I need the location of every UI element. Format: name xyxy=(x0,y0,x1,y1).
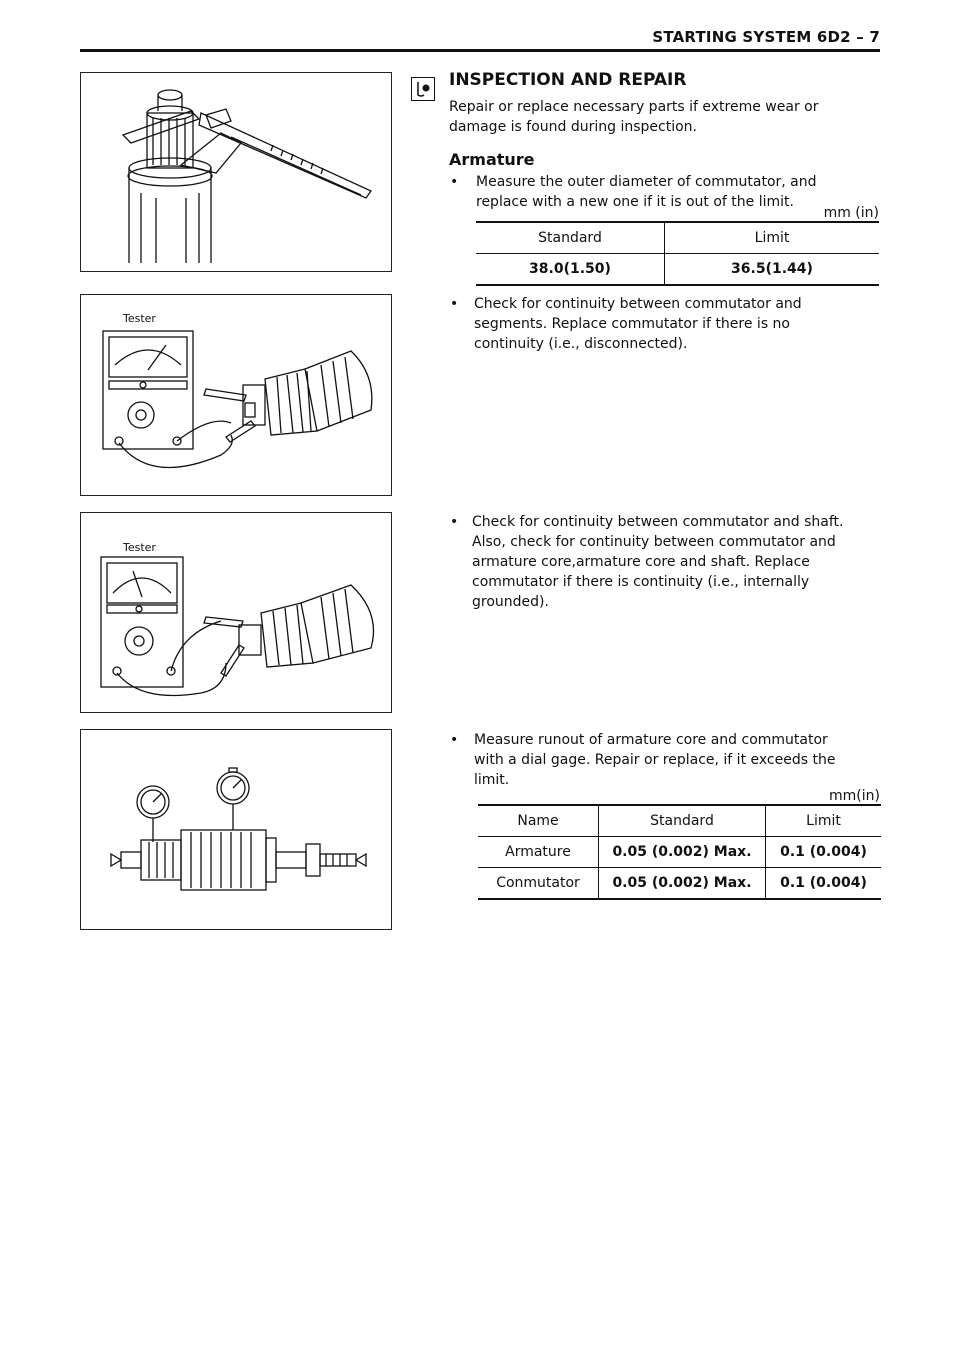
bullet-2-line-2: segments. Replace commutator if there is… xyxy=(474,316,790,332)
dial-gauge-illustration xyxy=(110,767,367,891)
table-row: Armature 0.05 (0.002) Max. 0.1 (0.004) xyxy=(478,836,881,868)
table-header-name: Name xyxy=(478,804,599,837)
table-cell-standard: 38.0(1.50) xyxy=(476,253,665,286)
tester-shaft-illustration: Tester xyxy=(100,541,375,697)
intro-line-2: damage is found during inspection. xyxy=(449,119,697,135)
bullet-3-line-3: armature core,armature core and shaft. R… xyxy=(472,554,810,570)
bullet-2-line-1: Check for continuity between commutator … xyxy=(474,296,802,312)
bullet-3-line-5: grounded). xyxy=(472,594,549,610)
table-header-limit: Limit xyxy=(765,804,881,837)
table-row: 38.0(1.50) 36.5(1.44) xyxy=(476,253,879,286)
inspection-icon xyxy=(411,77,435,101)
bullet-2-line-3: continuity (i.e., disconnected). xyxy=(474,336,688,352)
figure-tester-shaft: Tester xyxy=(80,512,392,713)
table-cell-name: Armature xyxy=(505,844,571,860)
bullet-4-line-3: limit. xyxy=(474,772,510,788)
table-cell-limit: 0.1 (0.004) xyxy=(765,867,881,900)
table-header-row: Name Standard Limit xyxy=(478,804,881,837)
runout-table: Name Standard Limit Armature 0.05 (0.002… xyxy=(478,804,881,900)
bullet-2: • Check for continuity between commutato… xyxy=(450,294,880,354)
intro-line-1: Repair or replace necessary parts if ext… xyxy=(449,99,819,115)
figure-caliper-measurement xyxy=(80,72,392,272)
header-rule xyxy=(80,49,880,52)
figure-2-label: Tester xyxy=(122,312,156,325)
table-cell-standard: 0.05 (0.002) Max. xyxy=(598,867,766,900)
bullet-dot: • xyxy=(450,174,459,190)
table-cell-standard: 0.05 (0.002) Max. xyxy=(598,836,766,868)
bullet-dot: • xyxy=(450,296,459,312)
bullet-3-line-2: Also, check for continuity between commu… xyxy=(472,534,836,550)
tester-segments-illustration: Tester xyxy=(102,312,373,469)
table-header-limit: Limit xyxy=(664,221,879,254)
bullet-4-line-2: with a dial gage. Repair or replace, if … xyxy=(474,752,836,768)
table-header-standard: Standard xyxy=(598,804,766,837)
bullet-3-line-1: Check for continuity between commutator … xyxy=(472,514,844,530)
table-row: Conmutator 0.05 (0.002) Max. 0.1 (0.004) xyxy=(478,867,881,900)
subsection-title-armature: Armature xyxy=(449,150,535,169)
page-header: STARTING SYSTEM 6D2 – 7 xyxy=(0,28,960,52)
commutator-diameter-table: Standard Limit 38.0(1.50) 36.5(1.44) xyxy=(476,221,879,286)
table-header-row: Standard Limit xyxy=(476,221,879,254)
caliper-illustration xyxy=(121,89,372,263)
bullet-1: • Measure the outer diameter of commutat… xyxy=(450,172,880,212)
bullet-3: • Check for continuity between commutato… xyxy=(450,512,880,612)
page-header-title: STARTING SYSTEM 6D2 – 7 xyxy=(652,28,880,46)
figure-dial-gauge-runout xyxy=(80,729,392,930)
table-2-unit: mm(in) xyxy=(829,788,880,804)
table-header-standard: Standard xyxy=(476,221,665,254)
bullet-dot: • xyxy=(450,514,459,530)
section-title: INSPECTION AND REPAIR xyxy=(449,70,687,90)
bullet-3-line-4: commutator if there is continuity (i.e.,… xyxy=(472,574,810,590)
table-cell-limit: 0.1 (0.004) xyxy=(765,836,881,868)
figure-tester-segments: Tester xyxy=(80,294,392,496)
figure-3-label: Tester xyxy=(122,541,156,554)
bullet-1-line-2: replace with a new one if it is out of t… xyxy=(476,194,794,210)
bullet-dot: • xyxy=(450,732,459,748)
bullet-1-line-1: Measure the outer diameter of commutator… xyxy=(476,174,817,190)
table-1-unit: mm (in) xyxy=(823,205,879,221)
table-cell-name: Conmutator xyxy=(478,867,599,900)
bullet-4-line-1: Measure runout of armature core and comm… xyxy=(474,732,828,748)
bullet-4: • Measure runout of armature core and co… xyxy=(450,730,880,790)
table-cell-limit: 36.5(1.44) xyxy=(664,253,879,286)
